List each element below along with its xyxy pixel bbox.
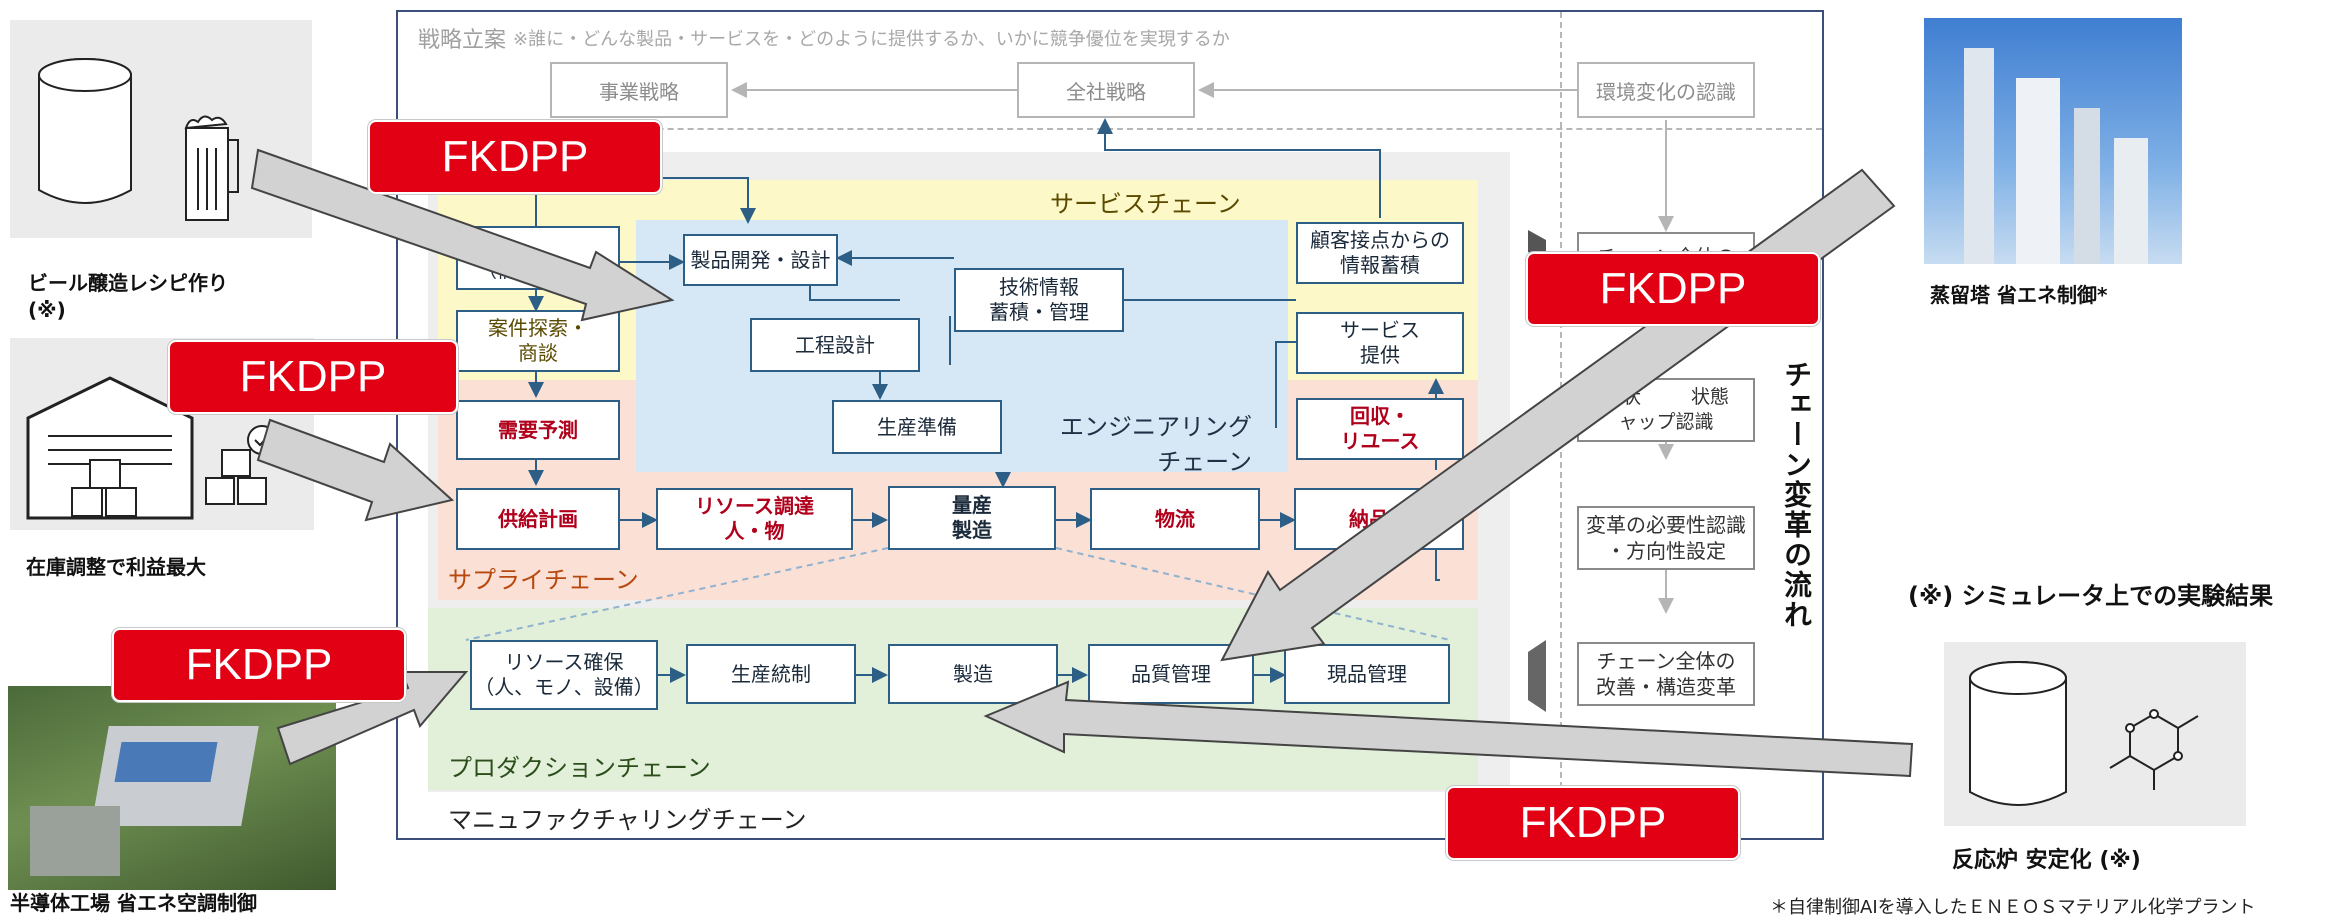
fkdpp-label-distill: FKDPP: [1526, 252, 1820, 326]
service-chain-title: サービスチェーン: [1050, 190, 1241, 218]
fkdpp-label-semiconductor: FKDPP: [112, 628, 406, 702]
fkdpp-label-reactor: FKDPP: [1446, 786, 1740, 860]
stock-box: 現品管理: [1284, 644, 1450, 704]
reactor-thumbnail: [1944, 642, 2246, 826]
inventory-thumbnail: [10, 338, 314, 530]
production-prep-box: 生産準備: [832, 400, 1002, 454]
beer-caption: ビール醸造レシピ作り (※): [28, 271, 228, 322]
arrow-distill: [1220, 168, 1896, 662]
tower-shape-2: [2016, 78, 2060, 264]
semiconductor-photo: [8, 686, 336, 890]
arrow-inventory: [256, 418, 455, 522]
recycle-box: 回収・ リユース: [1296, 398, 1464, 460]
resource-procure-box: リソース調達 人・物: [656, 488, 853, 550]
customer-contact-box: 顧客接点からの 情報蓄積: [1296, 222, 1464, 284]
fkdpp-label-inventory: FKDPP: [168, 340, 458, 414]
production-control-box: 生産統制: [686, 644, 856, 704]
logistics-box: 物流: [1090, 488, 1260, 550]
beer-tank-icon: [38, 58, 239, 221]
transform-flow-title: チェーン変革の流れ: [1780, 360, 1813, 630]
arrow-beer: [250, 148, 675, 322]
reactor-icon: [1969, 661, 2199, 806]
corporate-strategy-box: 全社戦略: [1017, 62, 1195, 118]
footnote: ＊自律制御AIを導入したＥＮＥＯＳマテリアル化学プラント: [1770, 897, 2256, 918]
mass-production-box: 量産 製造: [888, 486, 1056, 550]
warehouse-icon: [26, 376, 277, 520]
supply-chain-title: サプライチェーン: [448, 566, 639, 594]
business-strategy-box: 事業戦略: [550, 62, 728, 118]
transform-step4-box: チェーン全体の 改善・構造変革: [1577, 642, 1755, 706]
semiconductor-caption: 半導体工場 省エネ空調制御: [10, 891, 257, 915]
tower-shape-1: [1964, 48, 1994, 264]
strategy-title: 戦略立案: [418, 28, 507, 53]
strategy-note: ※誰に・どんな製品・サービスを・どのように提供するか、いかに競争優位を実現するか: [513, 29, 1230, 50]
environment-recognition-box: 環境変化の認識: [1577, 62, 1755, 118]
production-chain-title: プロダクションチェーン: [448, 754, 711, 782]
manufacture-box: 製造: [888, 644, 1058, 704]
manufacturing-chain-title: マニュファクチャリングチェーン: [448, 806, 807, 834]
supply-plan-box: 供給計画: [456, 488, 620, 550]
product-dev-box: 製品開発・設計: [683, 234, 838, 286]
engineering-chain-title: エンジニアリング チェーン: [1060, 413, 1252, 476]
deal-box: 案件探索・ 商談: [456, 310, 620, 372]
tech-info-box: 技術情報 蓄積・管理: [954, 268, 1124, 332]
distillation-tower-photo: [1924, 18, 2182, 264]
simulator-note: (※) シミュレータ上での実験結果: [1908, 582, 2274, 610]
arrow-reactor: [983, 680, 1914, 778]
fkdpp-label-beer: FKDPP: [368, 120, 662, 194]
demand-forecast-box: 需要予測: [456, 400, 620, 460]
arrow-semiconductor: [276, 671, 469, 766]
quality-box: 品質管理: [1088, 644, 1254, 704]
resource-secure-box: リソース確保 （人、モノ、設備）: [470, 640, 658, 710]
process-design-box: 工程設計: [750, 318, 920, 372]
tower-shape-3: [2074, 108, 2100, 264]
tower-shape-4: [2114, 138, 2148, 264]
distillation-caption: 蒸留塔 省エネ制御*: [1930, 283, 2108, 307]
service-provide-box: サービス 提供: [1296, 312, 1464, 374]
inventory-caption: 在庫調整で利益最大: [26, 555, 206, 579]
beer-thumbnail: [10, 20, 312, 238]
transform-step3-box: 変革の必要性認識 ・方向性設定: [1577, 506, 1755, 570]
parking-lot-shape: [30, 806, 120, 876]
reactor-caption: 反応炉 安定化 (※): [1952, 848, 2141, 873]
